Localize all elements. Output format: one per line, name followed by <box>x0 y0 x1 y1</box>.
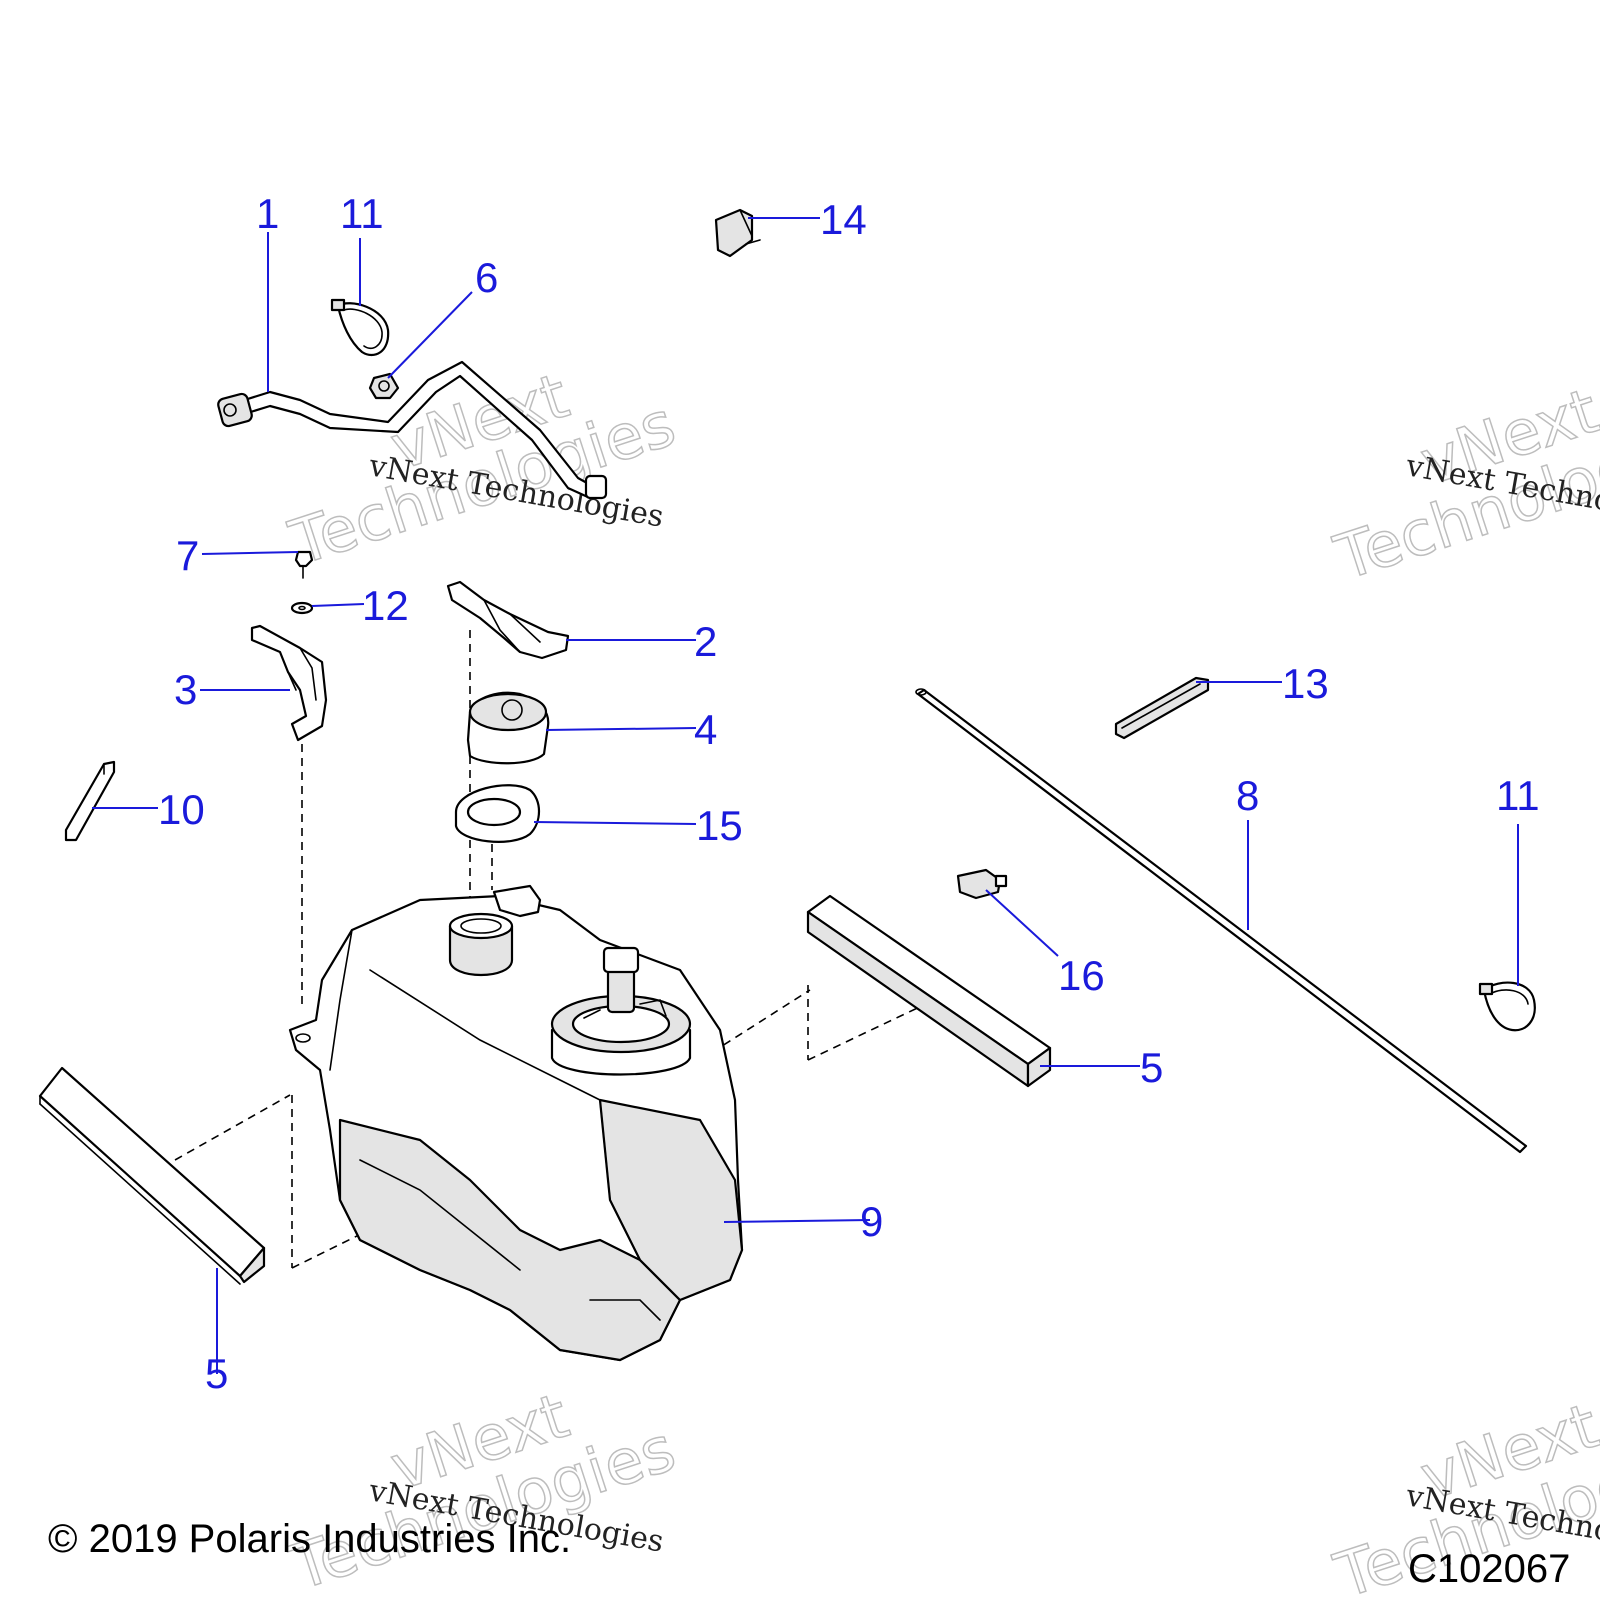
callout-9[interactable]: 9 <box>860 1198 883 1245</box>
part-grommet[interactable] <box>368 372 400 400</box>
watermark-top-right: Technologies vNext vNext Technologies <box>1325 373 1600 595</box>
callout-12[interactable]: 12 <box>362 582 409 629</box>
part-washer[interactable] <box>290 601 314 615</box>
part-clamp-top[interactable] <box>330 298 390 357</box>
callout-4[interactable]: 4 <box>694 706 717 753</box>
part-clamp-right[interactable] <box>1478 981 1536 1032</box>
part-clip[interactable] <box>714 208 761 258</box>
callout-8[interactable]: 8 <box>1236 772 1259 819</box>
callout-14[interactable]: 14 <box>820 196 867 243</box>
callouts: 1 2 3 4 5 5 6 7 8 9 10 11 11 12 13 14 15… <box>158 190 1540 1397</box>
part-fuel-cap[interactable] <box>466 691 550 765</box>
part-fuel-tank[interactable] <box>288 884 744 1362</box>
callout-5-right[interactable]: 5 <box>1140 1044 1163 1091</box>
callout-13[interactable]: 13 <box>1282 660 1329 707</box>
callout-11-top[interactable]: 11 <box>340 190 384 237</box>
leader-lines <box>92 217 1519 1374</box>
part-bracket-right[interactable] <box>446 580 570 660</box>
part-bolt[interactable] <box>294 550 314 579</box>
part-gasket[interactable] <box>454 784 541 843</box>
part-connector[interactable] <box>956 868 1008 900</box>
copyright-text: © 2019 Polaris Industries Inc. <box>48 1517 571 1561</box>
callout-6[interactable]: 6 <box>475 254 498 301</box>
part-vent-hose[interactable] <box>217 360 608 500</box>
watermark-bottom-center: Technologies vNext vNext Technologies <box>280 1378 684 1600</box>
callout-11-right[interactable]: 11 <box>1496 772 1540 819</box>
callout-1[interactable]: 1 <box>256 190 279 237</box>
part-strip[interactable] <box>1114 676 1210 740</box>
part-foam-pad-small[interactable] <box>64 760 116 842</box>
callout-16[interactable]: 16 <box>1058 952 1105 999</box>
part-foam-block-left[interactable] <box>38 1066 266 1285</box>
callout-3[interactable]: 3 <box>174 666 197 713</box>
callout-5-left[interactable]: 5 <box>205 1350 228 1397</box>
callout-7[interactable]: 7 <box>176 532 199 579</box>
part-foam-block-right[interactable] <box>806 894 1052 1088</box>
callout-10[interactable]: 10 <box>158 786 205 833</box>
part-bracket-left[interactable] <box>250 624 328 742</box>
figure-code: C102067 <box>1408 1547 1570 1591</box>
callout-15[interactable]: 15 <box>696 802 743 849</box>
part-rod[interactable] <box>915 688 1528 1154</box>
callout-2[interactable]: 2 <box>694 618 717 665</box>
